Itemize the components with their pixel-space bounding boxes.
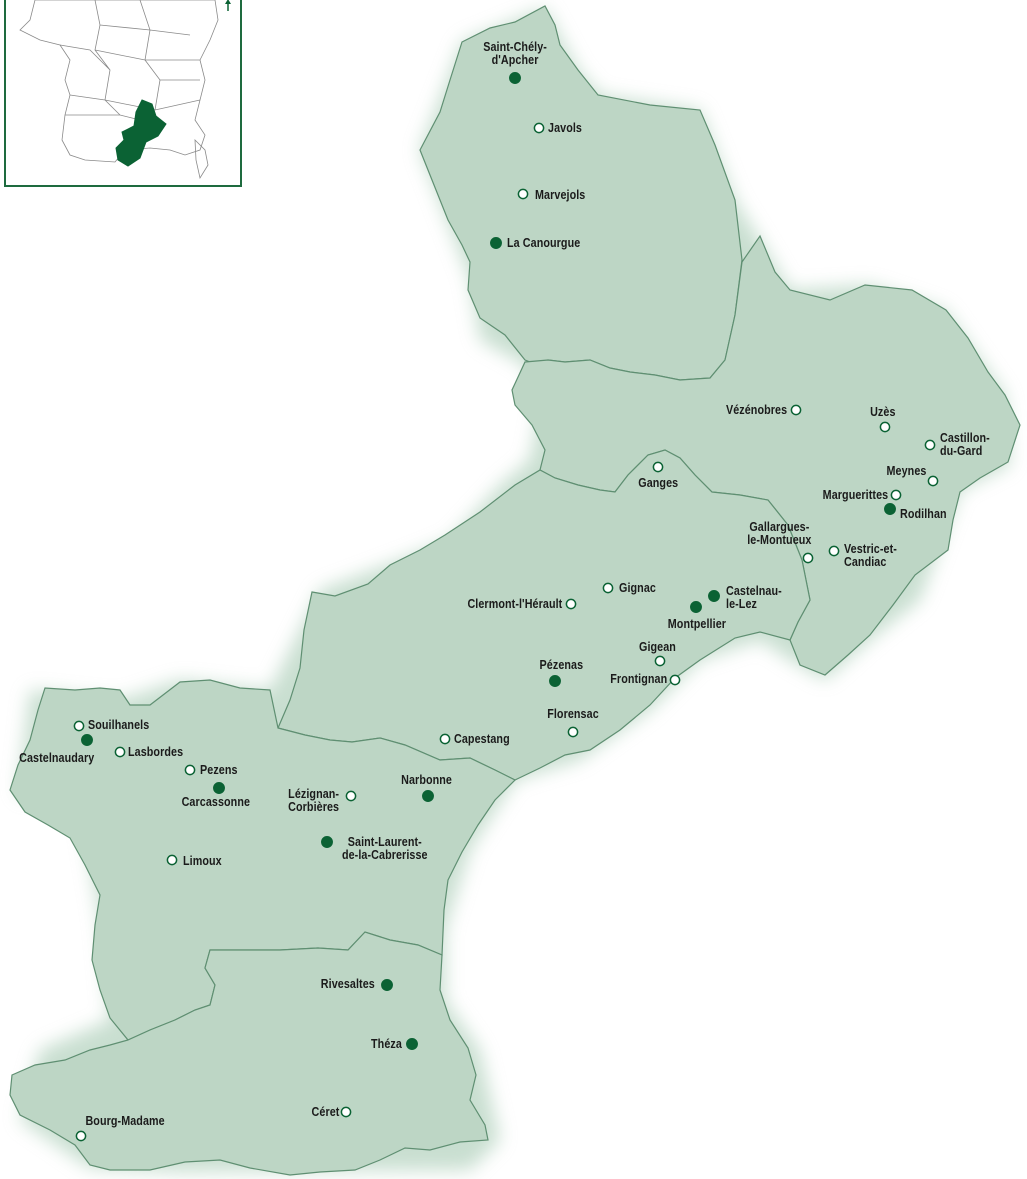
city-label-ganges: Ganges [638,476,679,490]
city-label-montpellier: Montpellier [667,617,727,631]
filled-city-marker-rivesaltes [381,979,393,991]
city-label-narbonne: Narbonne [400,773,452,787]
city-label-capestang: Capestang [454,732,510,746]
city-label-lezignan-corbieres: Lézignan- Corbières [287,787,339,814]
filled-city-marker-castelnaudary [81,734,93,746]
city-markers [73,72,939,1142]
open-city-marker-lasbordes [114,746,126,758]
city-label-rodilhan: Rodilhan [900,507,947,521]
filled-city-marker-la-canourgue [490,237,502,249]
filled-city-marker-saint-laurent-de-la-cabrerisse [321,836,333,848]
filled-city-marker-rodilhan [884,503,896,515]
filled-city-marker-pezenas [549,675,561,687]
city-label-javols: Javols [548,121,582,135]
city-label-pezens: Pezens [200,763,238,777]
city-label-castillon-du-gard: Castillon- du-Gard [940,431,990,458]
filled-city-marker-carcassonne [213,782,225,794]
open-city-marker-marguerittes [890,489,902,501]
city-label-castelnaudary: Castelnaudary [18,751,94,765]
open-city-marker-bourg-madame [75,1130,87,1142]
city-label-uzes: Uzès [870,405,896,419]
open-city-marker-ceret [340,1106,352,1118]
open-city-marker-souilhanels [73,720,85,732]
city-label-pezenas: Pézenas [539,658,583,672]
city-label-gallargues-le-montueux: Gallargues- le-Montueux [746,520,811,547]
open-city-marker-meynes [927,475,939,487]
city-label-marvejols: Marvejols [535,188,586,202]
city-label-lasbordes: Lasbordes [128,745,184,759]
city-label-gigean: Gigean [638,640,676,654]
open-city-marker-clermont-lherault [565,598,577,610]
city-label-souilhanels: Souilhanels [88,718,150,732]
filled-city-marker-montpellier [690,601,702,613]
city-label-bourg-madame: Bourg-Madame [85,1114,165,1128]
city-label-theza: Théza [371,1037,402,1051]
city-label-meynes: Meynes [886,464,927,478]
filled-city-marker-castelnau-le-lez [708,590,720,602]
department-pyrenees-orientales [9,931,489,1176]
open-city-marker-frontignan [669,674,681,686]
city-label-la-canourgue: La Canourgue [507,236,581,250]
france-inset-map [4,0,242,187]
department-herault [277,449,811,781]
filled-city-marker-saint-chely-dapcher [509,72,521,84]
city-label-saint-chely-dapcher: Saint-Chély- d'Apcher [483,40,547,67]
open-city-marker-uzes [879,421,891,433]
city-label-ceret: Céret [311,1105,340,1119]
open-city-marker-gallargues-le-montueux [802,552,814,564]
open-city-marker-limoux [166,854,178,866]
city-label-frontignan: Frontignan [610,672,668,686]
city-label-vestric-et-candiac: Vestric-et- Candiac [844,542,897,569]
city-label-carcassonne: Carcassonne [181,795,251,809]
open-city-marker-javols [533,122,545,134]
city-label-clermont-lherault: Clermont-l'Hérault [467,597,563,611]
city-label-florensac: Florensac [547,707,599,721]
open-city-marker-vestric-et-candiac [828,545,840,557]
city-label-gignac: Gignac [619,581,656,595]
open-city-marker-capestang [439,733,451,745]
open-city-marker-vezenobres [790,404,802,416]
city-label-marguerittes: Marguerittes [822,488,889,502]
city-label-rivesaltes: Rivesaltes [320,977,375,991]
north-arrow-icon [225,0,231,11]
open-city-marker-ganges [652,461,664,473]
open-city-marker-lezignan-corbieres [345,790,357,802]
city-label-limoux: Limoux [183,854,222,868]
open-city-marker-gignac [602,582,614,594]
city-label-vezenobres: Vézénobres [725,403,788,417]
open-city-marker-florensac [567,726,579,738]
open-city-marker-castillon-du-gard [924,439,936,451]
open-city-marker-marvejols [517,188,529,200]
filled-city-marker-narbonne [422,790,434,802]
city-label-saint-laurent-de-la-cabrerisse: Saint-Laurent- de-la-Cabrerisse [341,835,428,862]
open-city-marker-pezens [184,764,196,776]
filled-city-marker-theza [406,1038,418,1050]
open-city-marker-gigean [654,655,666,667]
highlighted-region [115,99,167,167]
city-label-castelnau-le-lez: Castelnau- le-Lez [726,584,782,611]
